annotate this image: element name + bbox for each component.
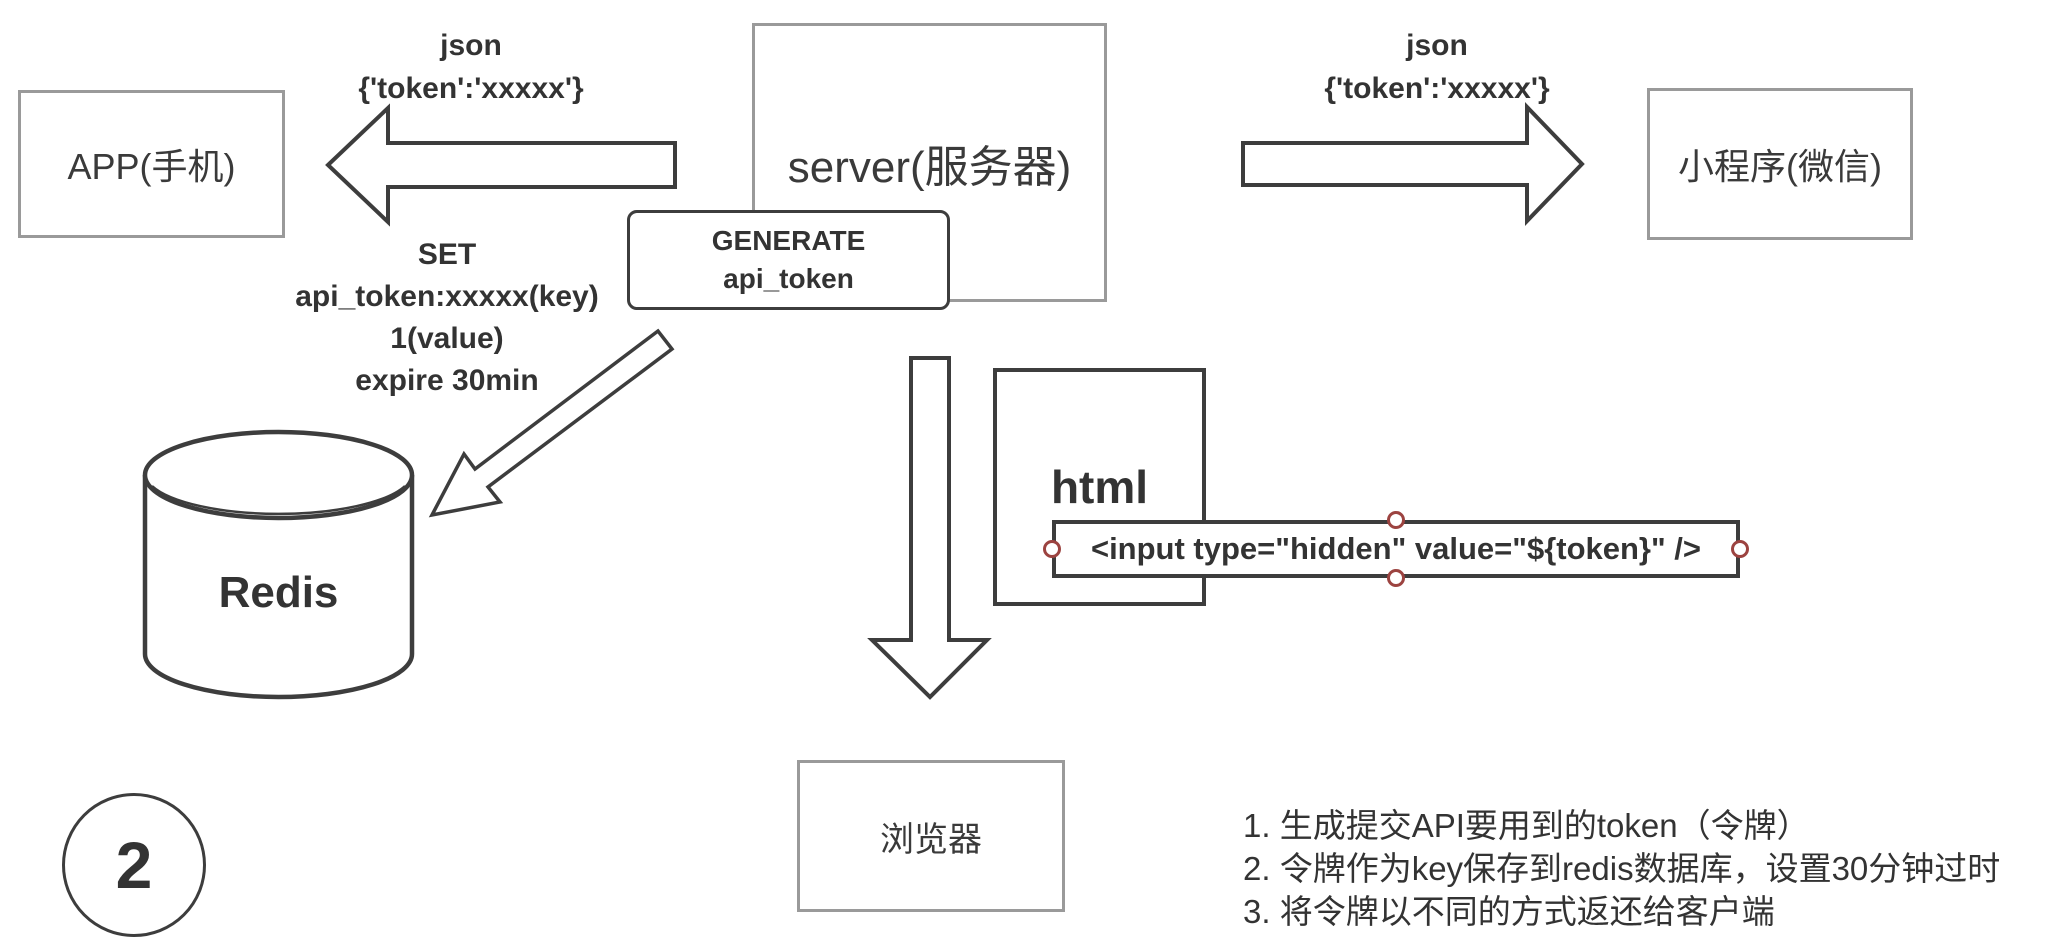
input-snippet-code: <input type="hidden" value="${token}" /> <box>1090 531 1702 566</box>
arrow-server-to-miniprogram <box>1241 102 1585 226</box>
generate-token-line1: GENERATE <box>711 225 866 256</box>
json-label-left: json {'token':'xxxxx'} <box>321 24 621 110</box>
redis-set-line1: SET <box>417 238 477 271</box>
json-label-right-line2: {'token':'xxxxx'} <box>1324 72 1550 105</box>
arrow-server-to-browser <box>867 356 992 700</box>
generate-token-line2: api_token <box>723 263 854 294</box>
miniprogram-node-label: 小程序(微信) <box>1678 146 1882 187</box>
note-item-2: 2. 令牌作为key保存到redis数据库，设置30分钟过时 <box>1243 850 2001 887</box>
arrow-server-to-app <box>325 103 677 227</box>
note-item-1: 1. 生成提交API要用到的token（令牌） <box>1243 807 1810 844</box>
json-label-right: json {'token':'xxxxx'} <box>1287 24 1587 110</box>
arrow-generate-to-redis <box>428 328 675 518</box>
selection-handle-bottom[interactable] <box>1387 569 1405 587</box>
step-badge: 2 <box>62 793 206 937</box>
app-node-label: APP(手机) <box>67 146 236 187</box>
step-badge-number: 2 <box>115 828 153 902</box>
selection-handle-left[interactable] <box>1043 540 1061 558</box>
redis-cylinder-icon <box>142 429 415 700</box>
selection-handle-right[interactable] <box>1731 540 1749 558</box>
notes-list: 1. 生成提交API要用到的token（令牌） 2. 令牌作为key保存到red… <box>1243 804 2000 933</box>
server-node-label: server(服务器) <box>787 142 1072 192</box>
html-node-label: html <box>1050 461 1149 513</box>
json-label-left-line1: json <box>440 29 502 62</box>
selection-handle-top[interactable] <box>1387 511 1405 529</box>
redis-node-label: Redis <box>218 568 339 617</box>
generate-token-node: GENERATE api_token <box>627 210 950 310</box>
json-label-left-line2: {'token':'xxxxx'} <box>358 72 584 105</box>
redis-set-line4: expire 30min <box>355 364 539 397</box>
miniprogram-node: 小程序(微信) <box>1647 88 1913 240</box>
browser-node-label: 浏览器 <box>880 820 982 859</box>
redis-set-line2: api_token:xxxxx(key) <box>295 280 599 313</box>
app-node: APP(手机) <box>18 90 285 238</box>
note-item-3: 3. 将令牌以不同的方式返还给客户端 <box>1243 893 1775 930</box>
redis-set-label: SET api_token:xxxxx(key) 1(value) expire… <box>247 234 647 402</box>
json-label-right-line1: json <box>1406 29 1468 62</box>
browser-node: 浏览器 <box>797 760 1065 912</box>
redis-set-line3: 1(value) <box>390 322 504 355</box>
